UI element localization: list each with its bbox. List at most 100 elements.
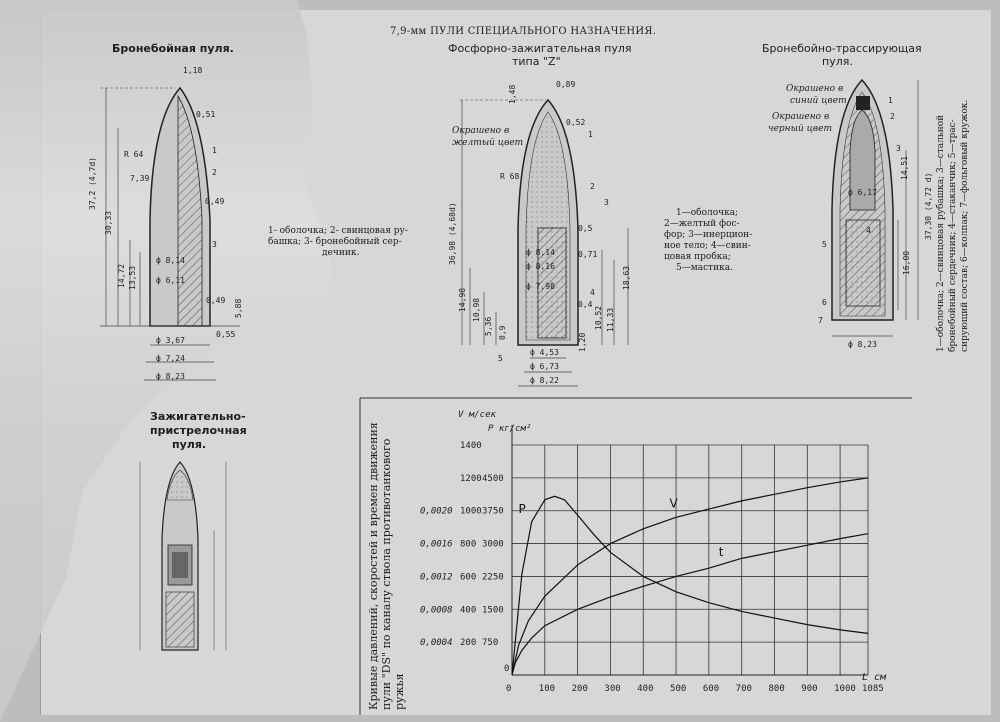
- series-label-t: t: [719, 545, 724, 559]
- x-tick-5: 500: [670, 684, 686, 694]
- p-tick-2: 2250: [482, 572, 504, 582]
- ap-dim-13: ф 6,11: [156, 276, 185, 285]
- ap-legend-3: дечник.: [322, 248, 360, 258]
- tracer-note1-2: синий цвет: [790, 96, 847, 106]
- v-tick-4: 1000: [460, 507, 482, 517]
- inc-dim-21: ф 6,73: [530, 362, 559, 371]
- t-tick-2: 0,0012: [420, 572, 453, 582]
- inc-dim-7: ф 8,14: [526, 248, 555, 257]
- ap-dim-15: 0,55: [216, 330, 236, 339]
- tracer-bullet-title-2: пуля.: [822, 55, 853, 68]
- ap-dim-1: 1,18: [183, 66, 203, 75]
- origin-label: 0: [504, 664, 509, 674]
- p-tick-3: 3000: [482, 540, 504, 550]
- tracer-num-2: 2: [890, 112, 895, 121]
- tracer-note1-1: Окрашено в: [786, 84, 844, 94]
- x-tick-9: 900: [801, 684, 817, 694]
- inc-dim-1: 0,89: [556, 80, 576, 89]
- series-P-line: [511, 495, 869, 676]
- ap-dim-18: ф 7,24: [156, 354, 185, 363]
- x-tick-0: 0: [506, 684, 511, 694]
- inc-legend-3: фор; 3—инерцион-: [664, 230, 753, 240]
- spotter-title-2: пристрелочная: [150, 424, 247, 437]
- inc-legend-1: 1—оболочка;: [676, 208, 739, 218]
- v-tick-3: 800: [460, 540, 476, 550]
- inc-dim-22: ф 8,22: [530, 376, 559, 385]
- inc-dim-20: ф 4,53: [530, 348, 559, 357]
- p-tick-4: 3750: [482, 507, 504, 517]
- spotter-title-3: пуля.: [172, 438, 207, 451]
- x-tick-6: 600: [703, 684, 719, 694]
- page-title: 7,9-мм ПУЛИ СПЕЦИАЛЬНОГО НАЗНАЧЕНИЯ.: [390, 26, 657, 37]
- x-tick-11: 1085: [862, 684, 884, 694]
- ap-dim-6: 0,49: [205, 197, 225, 206]
- t-tick-0: 0,0004: [420, 638, 453, 648]
- v-tick-5: 1200: [460, 474, 482, 484]
- inc-dim-10: ф 7,98: [526, 282, 555, 291]
- inc-legend-6: 5—мастика.: [676, 263, 733, 273]
- series-V-line: [511, 477, 869, 676]
- v-tick-6: 1400: [460, 441, 482, 451]
- ap-dim-4: R 64: [124, 150, 144, 159]
- tracer-note2-2: черный цвет: [768, 124, 832, 134]
- x-tick-7: 700: [736, 684, 752, 694]
- ap-legend-1: 1- оболочка; 2- свинцовая ру-: [268, 226, 408, 236]
- spotter-title-1: Зажигательно-: [150, 410, 246, 423]
- ap-dim-12: ф 8,14: [156, 256, 185, 265]
- ap-dim-14: 0,49: [206, 296, 226, 305]
- chart-caption-1: Кривые давлений, скоростей и времен движ…: [367, 422, 380, 710]
- v-tick-0: 200: [460, 638, 476, 648]
- t-tick-1: 0,0008: [420, 605, 453, 615]
- v-tick-2: 600: [460, 572, 476, 582]
- inc-legend-2: 2—желтый фос-: [664, 219, 740, 229]
- inc-dim-4: R 68: [500, 172, 520, 181]
- inc-legend-5: цовая пробка;: [664, 252, 731, 262]
- t-tick-4: 0,0020: [420, 507, 453, 517]
- tracer-num-4: 4: [866, 226, 871, 235]
- inc-color-note-2: желтый цвет: [452, 138, 524, 148]
- inc-num-2: 2: [590, 182, 595, 191]
- inc-num-4: 4: [590, 288, 595, 297]
- chart-caption-3: ружья: [393, 673, 406, 710]
- axis-p-label: P кг/см²: [488, 424, 532, 434]
- ap-num-1: 1: [212, 146, 217, 155]
- inc-dim-18: 0,4: [578, 300, 593, 309]
- x-tick-8: 800: [768, 684, 784, 694]
- tracer-bullet-title-1: Бронебойно-трассирующая: [762, 42, 922, 55]
- ap-num-2: 2: [212, 168, 217, 177]
- tracer-dim-4: ф 6,17: [848, 188, 877, 197]
- tracer-note2-1: Окрашено в: [772, 112, 830, 122]
- series-label-V: V: [669, 496, 678, 510]
- p-tick-1: 1500: [482, 605, 504, 615]
- ap-dim-5: 7,39: [130, 174, 150, 183]
- x-tick-1: 100: [539, 684, 555, 694]
- inc-color-note-1: Окрашено в: [452, 126, 510, 136]
- ap-dim-19: ф 8,23: [156, 372, 185, 381]
- ap-num-3: 3: [212, 240, 217, 249]
- tracer-num-5: 5: [822, 240, 827, 249]
- inc-dim-3: 0,52: [566, 118, 586, 127]
- inc-num-5: 5: [498, 354, 503, 363]
- ap-legend-2: башка; 3- бронебойный сер-: [268, 237, 402, 247]
- p-tick-5: 4500: [482, 474, 504, 484]
- inc-dim-9: 0,71: [578, 250, 598, 259]
- inc-num-3: 3: [604, 198, 609, 207]
- axis-v-label: V м/сек: [458, 410, 496, 420]
- t-tick-3: 0,0016: [420, 540, 453, 550]
- tracer-num-3: 3: [896, 144, 901, 153]
- inc-bullet-title-2: типа "Z": [512, 55, 561, 68]
- tracer-num-7: 7: [818, 316, 823, 325]
- inc-legend-4: ное тело; 4—свин-: [664, 241, 751, 251]
- inc-dim-6: 0,5: [578, 224, 593, 233]
- x-tick-3: 300: [604, 684, 620, 694]
- axis-x-label: L см: [862, 672, 887, 683]
- x-tick-2: 200: [572, 684, 588, 694]
- v-tick-1: 400: [460, 605, 476, 615]
- tracer-dim-5: ф 8,23: [848, 340, 877, 349]
- ap-dim-17: ф 3,67: [156, 336, 185, 345]
